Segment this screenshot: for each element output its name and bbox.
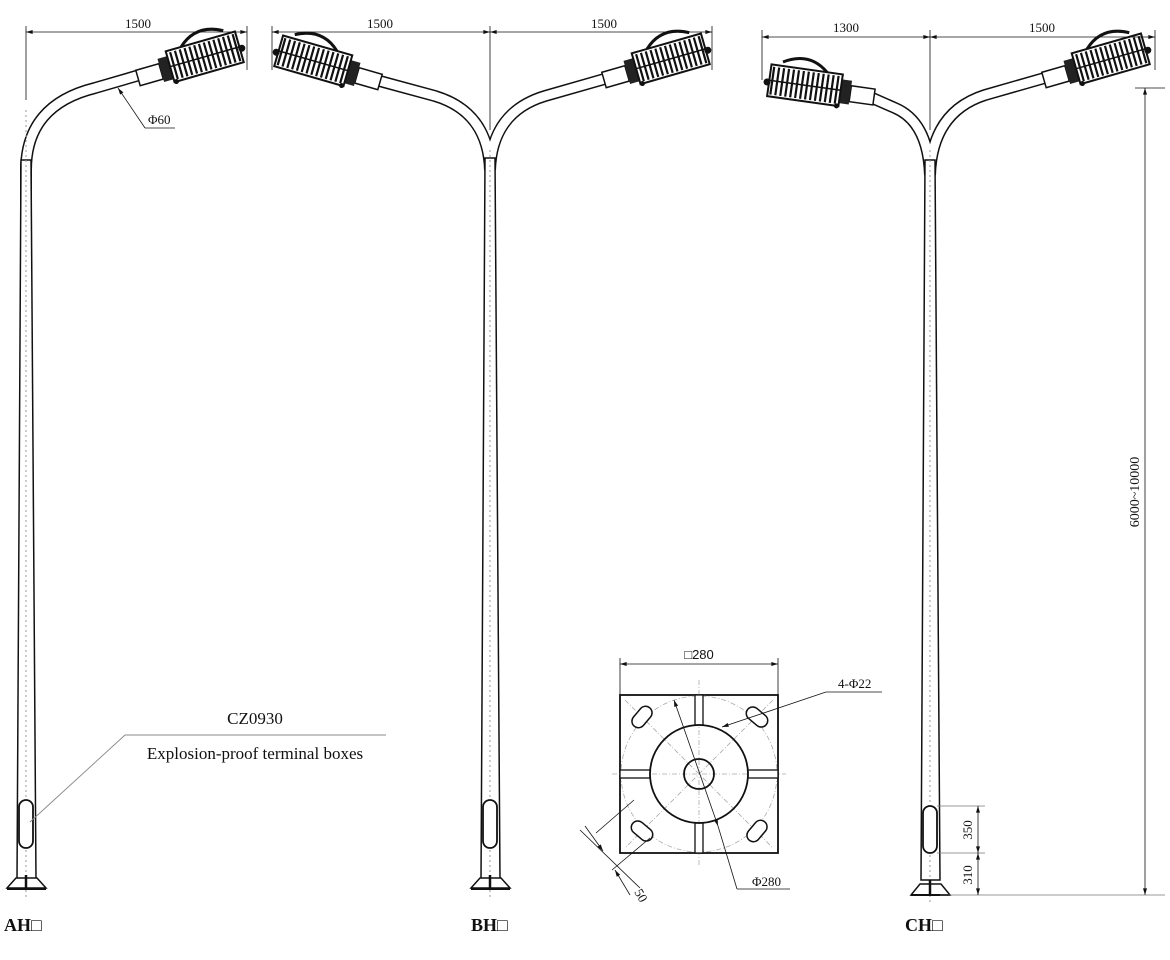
arm-dimensions [25,26,1156,130]
lamp-icon [759,52,880,115]
dim-bolt-circle: Φ280 [752,874,781,889]
lamp-icon [128,18,252,96]
dim-door-length: 350 [960,820,975,840]
pole-label-ah: AH□ [4,915,42,935]
dim-ah-arm: 1500 [125,16,151,31]
pole-ch [759,20,1158,905]
dim-bh-arm-right: 1500 [591,16,617,31]
dim-arm-diameter: Φ60 [148,112,171,127]
pole-label-ch: CH□ [905,915,943,935]
dim-slot: 50 [631,886,650,905]
dim-bh-arm-left: 1500 [367,16,393,31]
pole-ah [5,18,252,900]
pole-label-bh: BH□ [471,915,508,935]
pole-bh [266,20,718,900]
terminal-box-leader [29,734,386,823]
lamp-icon [594,20,718,98]
dim-plate-side: □280 [684,647,714,662]
dim-ch-arm-right: 1500 [1029,20,1055,35]
dim-holes: 4-Φ22 [838,676,871,691]
dim-pole-height: 6000~10000 [1128,457,1143,528]
lamp-icon [266,22,390,100]
height-dimensions [937,87,1165,896]
dim-door-height: 310 [960,865,975,885]
base-plate-dimensions [579,658,882,896]
terminal-box-description: Explosion-proof terminal boxes [147,744,363,763]
terminal-box-model: CZ0930 [227,709,283,728]
dim-ch-arm-left: 1300 [833,20,859,35]
